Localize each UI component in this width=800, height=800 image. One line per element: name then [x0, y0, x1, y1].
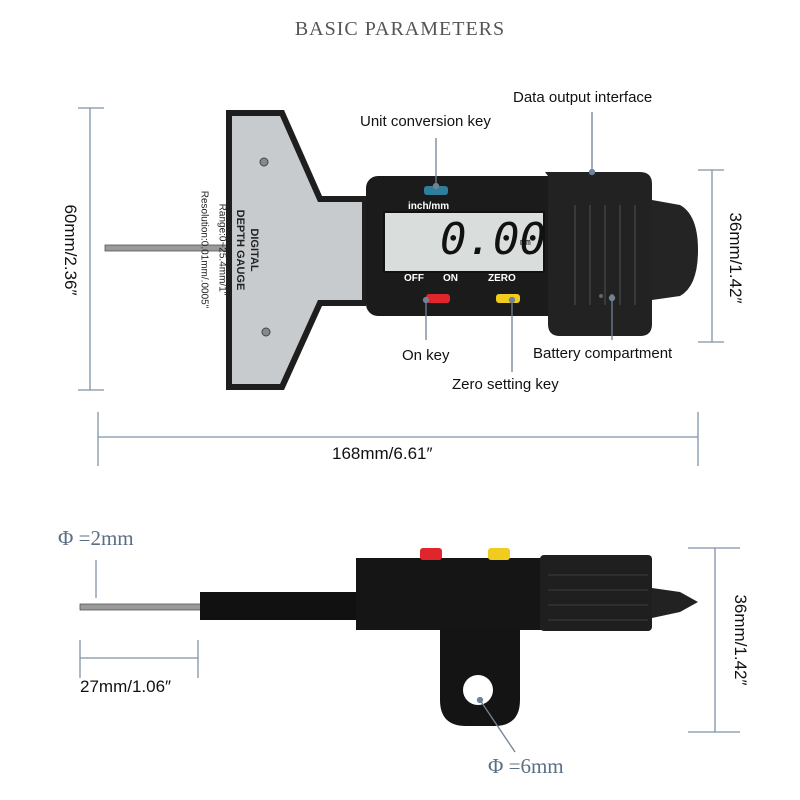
lcd-off-label: OFF: [404, 273, 424, 284]
unit-conversion-key[interactable]: [424, 186, 448, 195]
dim-side-height: 36mm/1.42″: [731, 594, 750, 686]
lcd-screen: [383, 211, 545, 273]
callout-data-output-interface: Data output interface: [513, 89, 653, 106]
plate-label-range: Range:0~25.4mm/1": [216, 203, 228, 296]
plate-label-depth-gauge: DEPTH GAUGE: [234, 209, 246, 291]
plate-screw-top: [259, 157, 269, 167]
plate-label-digital: DIGITAL: [248, 228, 260, 272]
side-red-key[interactable]: [420, 548, 442, 560]
side-plate: [200, 592, 380, 620]
lcd-reading: 0.00: [440, 214, 546, 265]
dimension-lines-top: [78, 107, 724, 466]
dim-total-height: 60mm/2.36″: [61, 204, 80, 296]
lcd-on-label: ON: [443, 273, 458, 284]
lcd-reading-unit: mm: [520, 238, 531, 248]
side-ridges: [548, 574, 648, 621]
side-body: [356, 558, 546, 630]
side-yellow-key[interactable]: [488, 548, 510, 560]
dim-total-length: 168mm/6.61″: [332, 444, 433, 463]
dim-body-height: 36mm/1.42″: [726, 212, 745, 304]
mount-hole: [463, 675, 493, 705]
dim-hole-diameter: Φ =6mm: [488, 754, 564, 778]
dimension-lines-side: [79, 547, 740, 733]
diagram-title: BASIC PARAMETERS: [294, 18, 506, 40]
callout-on-key: On key: [402, 347, 450, 364]
callout-battery-compartment: Battery compartment: [533, 345, 673, 362]
callout-zero-setting-key: Zero setting key: [452, 376, 559, 393]
side-end-cap: [652, 588, 698, 618]
plate-screw-bottom: [261, 327, 271, 337]
end-cap: [652, 200, 698, 300]
grip-ridges: [574, 205, 636, 305]
zero-setting-key[interactable]: [496, 294, 520, 303]
battery-housing: [545, 172, 652, 336]
callout-unit-conversion-key: Unit conversion key: [360, 113, 491, 130]
dim-rod-length: 27mm/1.06″: [80, 677, 172, 696]
lcd-zero-label: ZERO: [488, 273, 516, 284]
leader-lines-top: [422, 112, 616, 372]
side-housing: [540, 555, 652, 631]
plate-label-resolution: Resolution:0.01mm/.0005": [198, 190, 210, 309]
side-probe-rod: [79, 603, 203, 611]
leader-line-hole: [476, 696, 516, 753]
probe-rod: [104, 244, 236, 252]
on-key[interactable]: [426, 294, 450, 303]
lcd-unit-label: inch/mm: [408, 201, 450, 212]
dim-rod-diameter: Φ =2mm: [58, 526, 134, 550]
depth-plate: [232, 116, 362, 384]
